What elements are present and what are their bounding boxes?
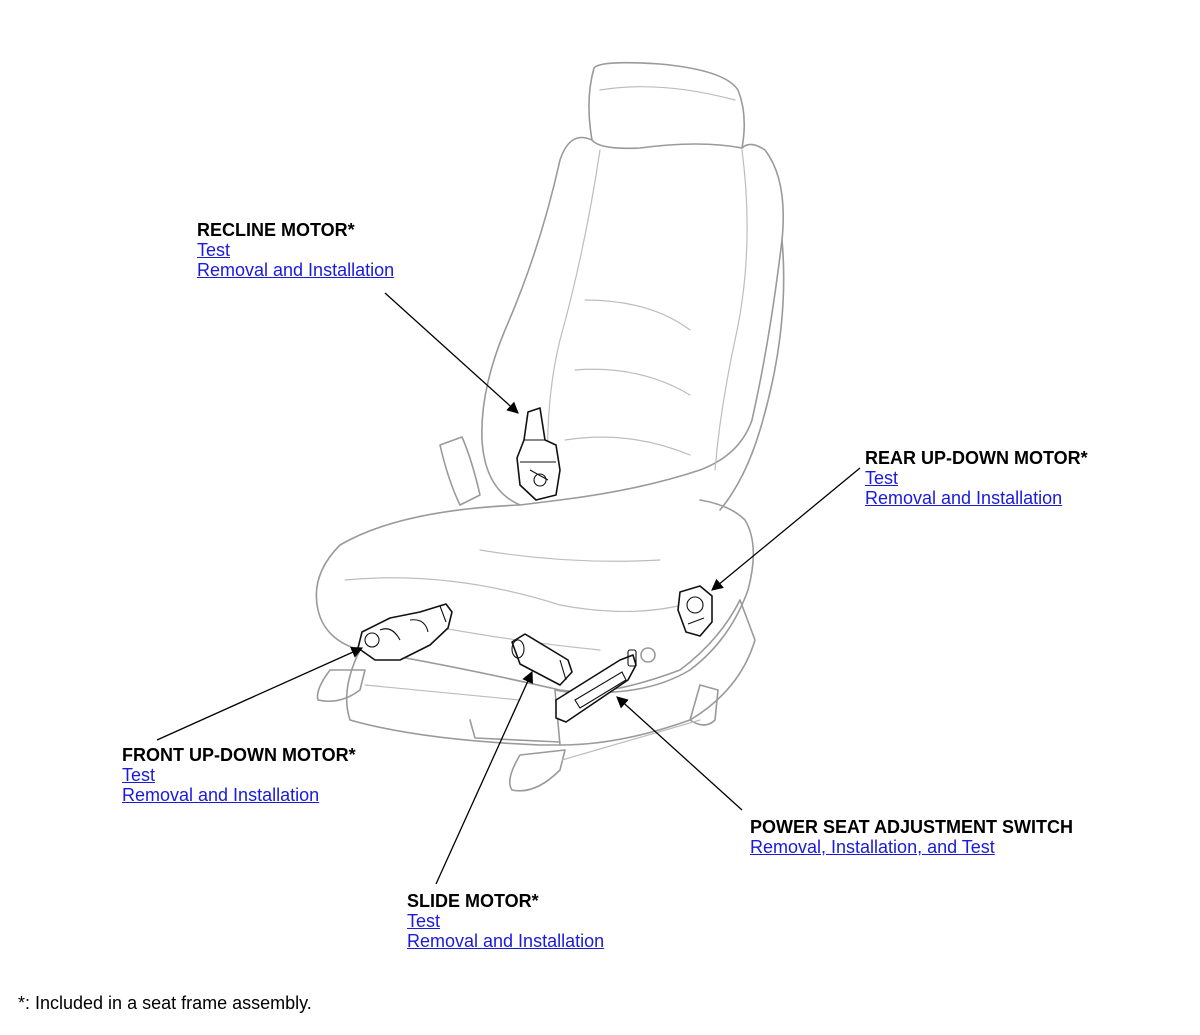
front-up-down-motor-part bbox=[357, 603, 453, 661]
power-seat-switch-part bbox=[555, 649, 637, 723]
rear-up-down-motor-title: REAR UP-DOWN MOTOR* bbox=[865, 448, 1088, 468]
recline-motor-removal-link[interactable]: Removal and Installation bbox=[197, 260, 395, 280]
slide-motor-removal-link[interactable]: Removal and Installation bbox=[407, 931, 605, 951]
recline-motor-test-link[interactable]: Test bbox=[197, 240, 231, 260]
slide-motor-title: SLIDE MOTOR* bbox=[407, 891, 539, 911]
switch-leader bbox=[616, 696, 743, 811]
front-up-down-leader bbox=[156, 646, 364, 741]
slide-motor-part bbox=[511, 633, 573, 686]
slide-leader bbox=[435, 670, 533, 885]
rear-up-down-leader bbox=[711, 467, 861, 591]
rear-up-down-motor-removal-link[interactable]: Removal and Installation bbox=[865, 488, 1063, 508]
power-seat-switch-callout: POWER SEAT ADJUSTMENT SWITCH Removal, In… bbox=[750, 817, 1073, 857]
recline-leader bbox=[384, 292, 519, 414]
recline-motor-part bbox=[516, 407, 561, 501]
power-seat-switch-link[interactable]: Removal, Installation, and Test bbox=[750, 837, 995, 857]
front-up-down-motor-removal-link[interactable]: Removal and Installation bbox=[122, 785, 320, 805]
seat-outline bbox=[315, 61, 785, 792]
power-seat-switch-title: POWER SEAT ADJUSTMENT SWITCH bbox=[750, 817, 1073, 837]
slide-motor-test-link[interactable]: Test bbox=[407, 911, 441, 931]
footnote: *: Included in a seat frame assembly. bbox=[18, 993, 312, 1013]
recline-motor-callout: RECLINE MOTOR* Test Removal and Installa… bbox=[197, 220, 394, 280]
front-up-down-motor-callout: FRONT UP-DOWN MOTOR* Test Removal and In… bbox=[122, 745, 356, 805]
slide-motor-callout: SLIDE MOTOR* Test Removal and Installati… bbox=[407, 891, 604, 951]
rear-up-down-motor-test-link[interactable]: Test bbox=[865, 468, 899, 488]
front-up-down-motor-title: FRONT UP-DOWN MOTOR* bbox=[122, 745, 356, 765]
rear-up-down-motor-part bbox=[677, 585, 713, 637]
front-up-down-motor-test-link[interactable]: Test bbox=[122, 765, 156, 785]
rear-up-down-motor-callout: REAR UP-DOWN MOTOR* Test Removal and Ins… bbox=[865, 448, 1088, 508]
recline-motor-title: RECLINE MOTOR* bbox=[197, 220, 355, 240]
